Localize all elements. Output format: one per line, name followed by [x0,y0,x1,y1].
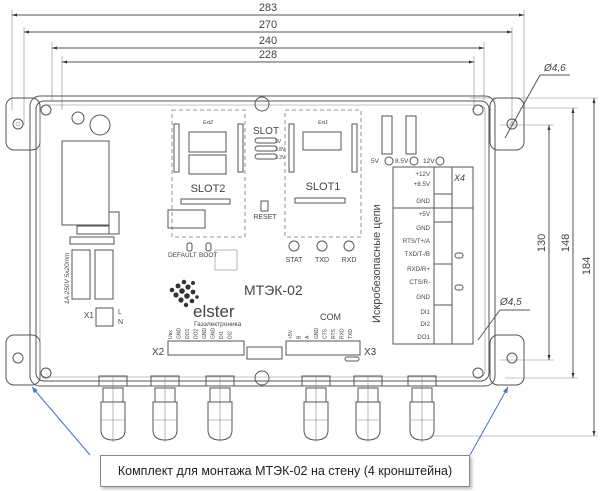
gland-cap [100,401,126,441]
dim-diameter-4-6: Ø4,6 [543,63,566,74]
caption-text: Комплект для монтажа МТЭК-02 на стену (4… [117,464,453,478]
slot2: Ext2 SLOT2 [167,109,246,238]
boot-label: BOOT [199,252,217,259]
vertical-dimensions: 184 148 130 Ø4,6 Ø4,5 [430,63,598,437]
x4-pin-label: GND [416,294,430,301]
dim-184: 184 [581,257,593,275]
led-txd-label: TXD [315,257,329,264]
dim-228: 228 [259,49,277,61]
x3-pin-label: TXD [348,329,354,339]
slot2-tag: Ext2 [203,120,213,126]
slot-voltage-3-3v: 3.3V [275,155,286,161]
dim-130: 130 [536,234,548,252]
caption-box: Комплект для монтажа МТЭК-02 на стену (4… [100,455,470,487]
led-rxd-label: RXD [342,257,357,264]
jumper-5v: 5V [371,158,380,165]
com-label: COM [320,312,341,322]
x3-pin-label: RXD [340,328,346,339]
x4-label: X4 [453,173,465,183]
dim-148: 148 [560,234,572,252]
cable-glands [98,375,437,442]
elster-logo: elster Газэлектроника [169,279,242,328]
model-label: МТЭК-02 [244,282,303,298]
gland-cap [152,401,178,441]
x2-pin-label: DO2 [194,329,200,340]
gland-cap [207,401,233,441]
fuse-label: 1A 250V 5x20mm [64,252,71,304]
x2-pin-label: GND [211,328,217,340]
x3-pin-label: CTS [322,328,328,339]
dim-240: 240 [259,35,277,47]
dim-diameter-4-5: Ø4,5 [499,297,522,308]
x4-pin-label: GND [416,225,430,232]
enclosure-body [29,95,496,387]
x3-pin-label: RTS [331,328,337,339]
x2-pin-label: GND [202,328,208,340]
x4-pin-label: +5V [419,211,431,218]
reset-label: RESET [253,214,277,221]
arrow-right-bracket [469,386,509,456]
x4-pin-label: +12V [415,171,430,178]
x4-pin-label: CTS/R- [409,279,430,286]
slot1-tag: Ext1 [318,120,328,126]
jumper-8-5v: 8.5V [395,158,409,165]
fuse-2 [94,249,114,300]
dim-283: 283 [259,2,277,14]
x1-label: X1 [84,311,94,320]
x2-pin-label: DI2 [228,331,234,339]
jumper-12v: 12V [423,158,435,165]
x3-label: X3 [364,347,377,358]
brand-name: elster [193,302,235,321]
intrinsic-safe-label: Искробезопасные цепи [371,204,383,323]
x1-pin-l: L [118,309,122,316]
slot-voltage-5v: 5V [275,139,282,145]
x4-pin-label: TXD/T-/B [405,251,430,258]
brand-subtitle: Газэлектроника [194,321,242,328]
buttons-leds: DEFAULT BOOT STAT TXD RXD [168,240,357,271]
led-stat-label: STAT [286,257,304,264]
intrinsic-safe-section: 5V 8.5V 12V Искробезопасные цепи X4 +12V… [371,115,474,345]
x3-pin-label: B [297,335,303,339]
arrow-left-bracket [31,386,91,456]
x3-pin-label: +5V [288,329,294,339]
default-label: DEFAULT [168,252,197,259]
slot2-label: SLOT2 [191,183,226,195]
x4-pin-label: +8.5V [414,181,431,188]
gland-cap [409,401,435,441]
x4-pin-label: DO1 [417,334,430,341]
x2-pin-label: Uвх [168,330,174,339]
x2-pin-label: DI1 [219,331,225,339]
dim-270: 270 [259,19,277,31]
slot1-label: SLOT1 [306,181,341,193]
x4-pin-label: RXD/R+ [407,266,430,273]
fuse-1 [71,249,91,300]
x4-pin-label: DI1 [420,309,430,316]
gland-cap [303,401,329,441]
slot-label: SLOT [253,126,279,137]
power-section: 1A 250V 5x20mm X1 L N [61,140,123,327]
gland-cap [355,401,381,441]
x2-label: X2 [152,347,165,358]
x1-pin-n: N [118,319,123,326]
slot1: Ext1 SLOT1 [284,109,362,238]
x1-terminal [95,307,114,327]
horizontal-dimensions: 283 270 240 228 [11,2,525,125]
slot-voltage-3-8v: 3.8V [275,147,286,153]
x3-pin-label: GND [314,328,320,340]
x2-pin-label: DO1 [185,329,191,340]
x2-pin-label: GND [177,328,183,340]
x4-pin-label: RTS/T+/A [403,238,431,245]
x3-pin-label: A [305,335,311,339]
x4-pin-label: GND [416,198,430,205]
slot-voltage: SLOT 5V 3.8V 3.3V RESET [253,126,286,221]
x4-pin-label: DI2 [420,321,430,328]
